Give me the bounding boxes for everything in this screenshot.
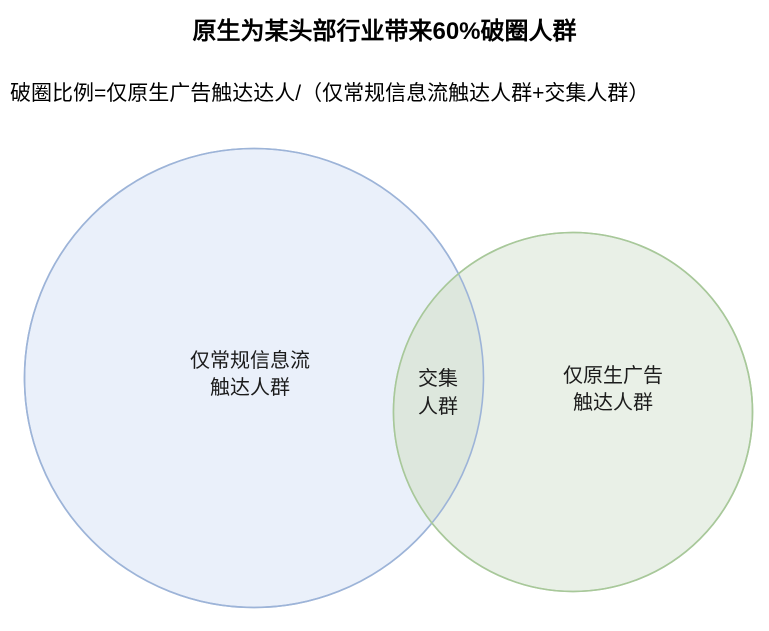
formula-caption: 破圈比例=仅原生广告触达达人/（仅常规信息流触达人群+交集人群） — [10, 82, 650, 105]
venn-label-native-ad-line2: 触达人群 — [573, 392, 653, 414]
page-title: 原生为某头部行业带来60%破圈人群 — [192, 18, 577, 45]
venn-label-intersection-line2: 人群 — [418, 396, 458, 418]
venn-label-intersection-line1: 交集 — [418, 368, 458, 390]
venn-label-regular-feed-line1: 仅常规信息流 — [190, 350, 310, 372]
venn-outline-regular-feed — [23, 147, 485, 609]
venn-label-native-ad-line1: 仅原生广告 — [563, 365, 663, 387]
venn-label-regular-feed-line2: 触达人群 — [210, 377, 290, 399]
venn-label-intersection: 交集 人群 — [403, 365, 473, 421]
venn-label-regular-feed: 仅常规信息流 触达人群 — [155, 348, 345, 402]
venn-outline-native-ad — [392, 231, 754, 593]
venn-label-native-ad: 仅原生广告 触达人群 — [528, 363, 698, 417]
